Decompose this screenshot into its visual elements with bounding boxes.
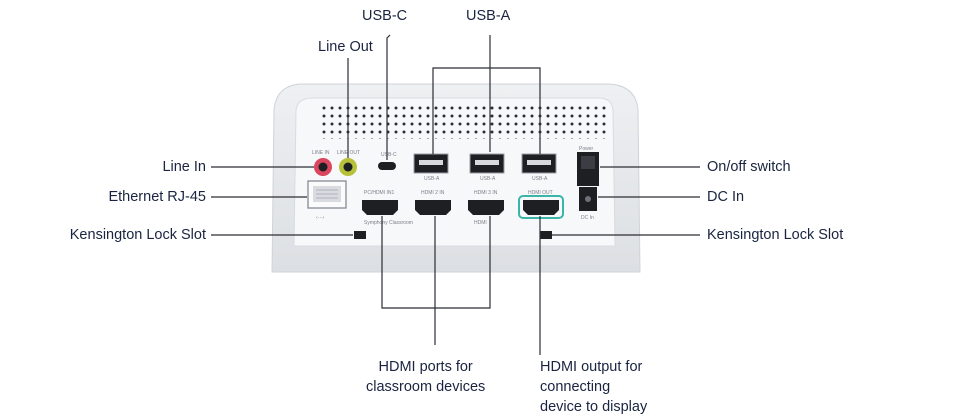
hdmi-input-port [362, 200, 398, 215]
device-print-usb-a-2: USB-A [480, 176, 496, 182]
dc-in-pin [585, 196, 591, 202]
line-in-jack [314, 158, 332, 176]
usb-a-port [469, 153, 505, 174]
hdmi-input-port [468, 200, 504, 215]
label-usb-c: USB-C [362, 8, 408, 24]
label-hdmi-inputs: HDMI ports for classroom devices [366, 359, 486, 395]
label-hdmi-output: HDMI output for connecting device to dis… [540, 359, 648, 415]
label-usb-a: USB-A [466, 8, 511, 24]
label-ethernet: Ethernet RJ-45 [108, 189, 206, 205]
label-line-out: Line Out [318, 39, 373, 55]
device-print-usb-a-3: USB-A [532, 176, 548, 182]
usb-c-port [378, 162, 396, 170]
device-print-hdmi-3: HDMI 3 IN [474, 190, 498, 196]
label-line-in: Line In [162, 159, 206, 175]
kensington-slot-left [354, 231, 366, 239]
line-out-jack [339, 158, 357, 176]
label-on-off-switch: On/off switch [707, 159, 791, 175]
device-print-power: Power [579, 146, 594, 152]
device-print-usb-c: USB-C [381, 152, 397, 158]
device-print-usb-a-1: USB-A [424, 176, 440, 182]
device-print-hdmi-2: HDMI 2 IN [421, 190, 445, 196]
device-print-hdmi-out: HDMI OUT [528, 190, 553, 196]
power-switch-rocker [581, 156, 595, 169]
device-print-dc-in: DC In [581, 215, 594, 221]
device-print-hdmi-1: PC/HDMI IN1 [364, 190, 395, 196]
label-dc-in: DC In [707, 189, 745, 205]
device-print-brand: Symphony Classroom [364, 220, 413, 226]
label-kensington-right: Kensington Lock Slot [707, 227, 844, 243]
kensington-slot-right [540, 231, 552, 239]
usb-a-port [521, 153, 557, 174]
device-print-hdmi-logo: HDMI [474, 220, 487, 226]
ethernet-port [307, 180, 347, 209]
usb-a-port [413, 153, 449, 174]
device-print-line-in: LINE IN [312, 150, 330, 156]
ethernet-print: ‹···› [316, 215, 325, 221]
label-kensington-left: Kensington Lock Slot [69, 227, 206, 243]
vent-grille [318, 103, 608, 139]
hdmi-input-port [415, 200, 451, 215]
hdmi-output-port [518, 195, 564, 219]
leader-lines [211, 34, 700, 355]
